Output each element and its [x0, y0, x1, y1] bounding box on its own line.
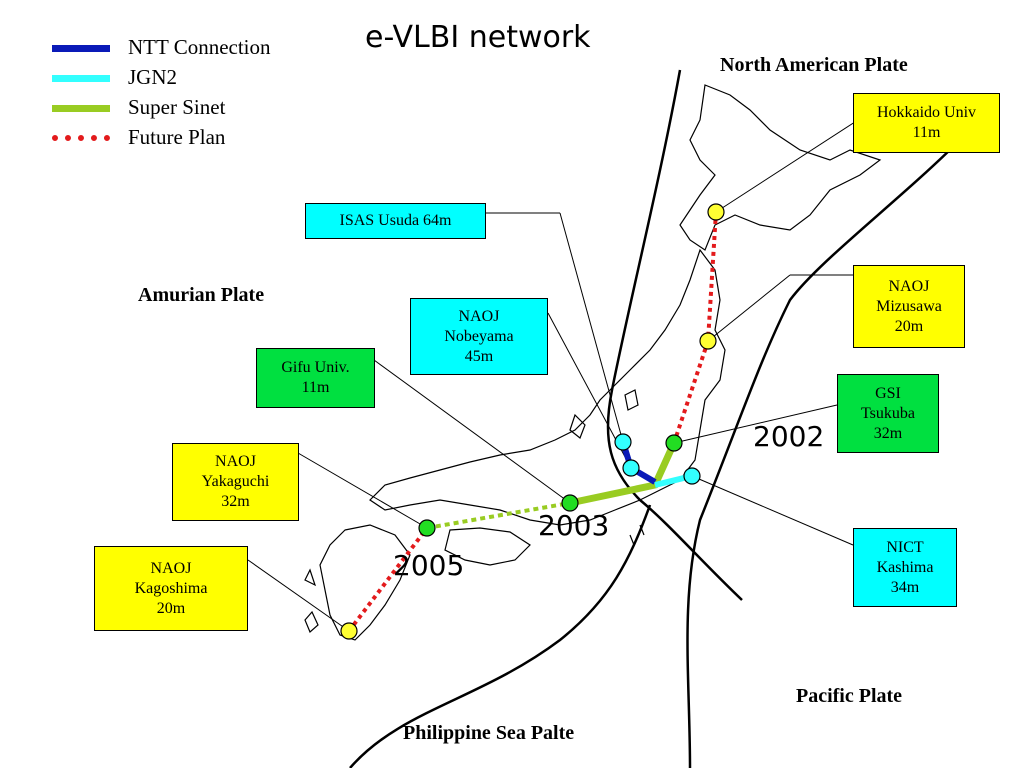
station-box-hokkaido: Hokkaido Univ 11m — [853, 93, 1000, 153]
hokkaido-coast — [679, 84, 882, 251]
legend-swatch-jgn2 — [52, 75, 110, 82]
station-box-yakaguchi: NAOJ Yakaguchi 32m — [172, 443, 299, 521]
future-plan-mizusawa-tsukuba — [672, 340, 710, 444]
leader-yakaguchi — [297, 452, 428, 529]
legend-label-jgn2: JGN2 — [128, 65, 178, 89]
shikoku-coast — [444, 527, 531, 566]
year-label-2005: 2005 — [393, 549, 465, 582]
plate-label-amurian: Amurian Plate — [138, 284, 265, 306]
diagram-title: e-VLBI network — [365, 20, 591, 55]
plate-label-north-american: North American Plate — [720, 54, 908, 76]
legend-swatch-ntt — [52, 45, 110, 52]
legend-label-future-plan: Future Plan — [128, 125, 226, 149]
station-box-kagoshima: NAOJ Kagoshima 20m — [94, 546, 248, 631]
sado-island — [624, 389, 639, 411]
izu-islands — [629, 524, 645, 546]
plate-label-pacific: Pacific Plate — [796, 685, 903, 707]
node-usuda — [614, 433, 632, 451]
station-box-mizusawa: NAOJ Mizusawa 20m — [853, 265, 965, 348]
honshu-coast — [369, 248, 726, 526]
connections — [347, 211, 718, 633]
leader-kashima — [691, 475, 854, 546]
leader-tsukuba — [673, 404, 838, 444]
node-nobeyama — [622, 459, 640, 477]
legend-label-ntt: NTT Connection — [128, 35, 271, 59]
station-nodes — [340, 203, 725, 640]
node-mizusawa — [699, 332, 717, 350]
super-sinet-planned-yakaguchi-gifu — [426, 501, 571, 530]
station-box-kashima: NICT Kashima 34m — [853, 528, 957, 607]
coastline — [304, 84, 882, 641]
node-hokkaido — [707, 203, 725, 221]
tsushima — [304, 568, 317, 587]
legend-swatch-future-plan — [52, 135, 110, 141]
year-label-2003: 2003 — [538, 509, 610, 542]
node-tsukuba — [665, 434, 683, 452]
leader-usuda-2 — [559, 212, 624, 443]
leader-lines — [247, 119, 859, 632]
leader-mizusawa-2 — [707, 274, 791, 342]
year-label-2002: 2002 — [753, 420, 825, 453]
future-plan-kagoshima-yakaguchi — [347, 526, 429, 633]
node-gifu — [561, 494, 579, 512]
legend-swatch-super-sinet — [52, 105, 110, 112]
future-plan-hokkaido-mizusawa — [706, 211, 718, 342]
plate-label-philippine: Philippine Sea Palte — [403, 722, 575, 744]
station-box-gifu: Gifu Univ. 11m — [256, 348, 375, 408]
noto-peninsula — [569, 413, 586, 439]
leader-kagoshima — [247, 559, 350, 632]
leader-hokkaido — [715, 119, 859, 213]
node-yakaguchi — [418, 519, 436, 537]
boundary-pacific — [686, 139, 961, 768]
boundary-north-american-amurian — [606, 69, 743, 601]
node-kashima — [683, 467, 701, 485]
leader-gifu — [373, 359, 571, 504]
kyushu-coast — [319, 524, 411, 641]
station-box-usuda: ISAS Usuda 64m — [305, 203, 486, 239]
goto-islands — [304, 610, 319, 634]
station-box-nobeyama: NAOJ Nobeyama 45m — [410, 298, 548, 375]
plate-boundaries — [349, 69, 961, 768]
legend-label-super-sinet: Super Sinet — [128, 95, 226, 119]
boundary-philippine — [349, 504, 652, 768]
station-box-tsukuba: GSI Tsukuba 32m — [837, 374, 939, 453]
node-kagoshima — [340, 622, 358, 640]
